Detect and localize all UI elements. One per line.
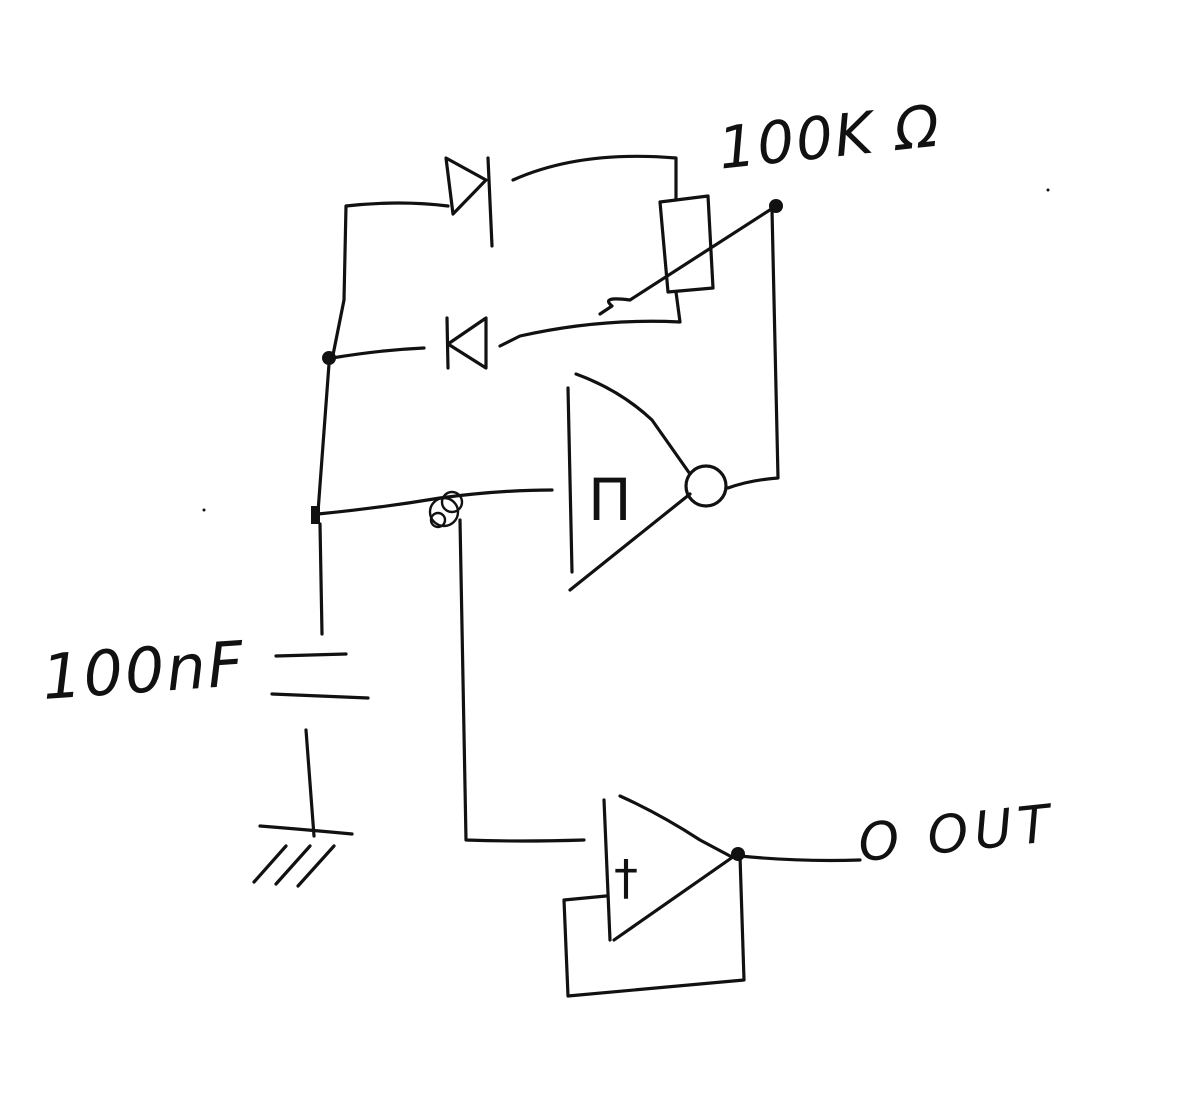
capacitor — [270, 652, 370, 700]
wire-cap-top — [318, 522, 324, 636]
junction-output — [731, 847, 745, 861]
ground-icon — [252, 824, 354, 888]
schmitt-inverter: Π — [566, 372, 728, 592]
potentiometer-lead-bottom — [498, 290, 682, 348]
diode-middle — [445, 316, 488, 370]
junction-cap-node — [311, 506, 320, 524]
buffer-amplifier: † — [602, 794, 742, 942]
wire-to-buffer — [458, 518, 586, 843]
potentiometer-wiper — [598, 204, 778, 316]
wire-diode-to-pot — [511, 154, 678, 202]
wire-output — [738, 854, 862, 863]
stray-mark — [1046, 188, 1050, 192]
wire-left-middle — [330, 346, 426, 360]
wire-buffer-feedback — [562, 854, 746, 998]
schmitt-symbol: Π — [588, 466, 632, 534]
diode-top — [444, 156, 494, 248]
stray-mark — [202, 508, 206, 512]
potentiometer-body — [658, 194, 715, 294]
junction-loop — [428, 490, 464, 529]
wire-left-top — [330, 201, 450, 362]
wire-inverter-feedback — [726, 208, 780, 490]
capacitor-value-label: 100nF — [39, 626, 248, 715]
wire-left-vertical — [316, 362, 331, 514]
buffer-symbol: † — [614, 850, 638, 906]
junction-left — [322, 351, 336, 365]
wire-cap-bottom — [304, 728, 316, 838]
